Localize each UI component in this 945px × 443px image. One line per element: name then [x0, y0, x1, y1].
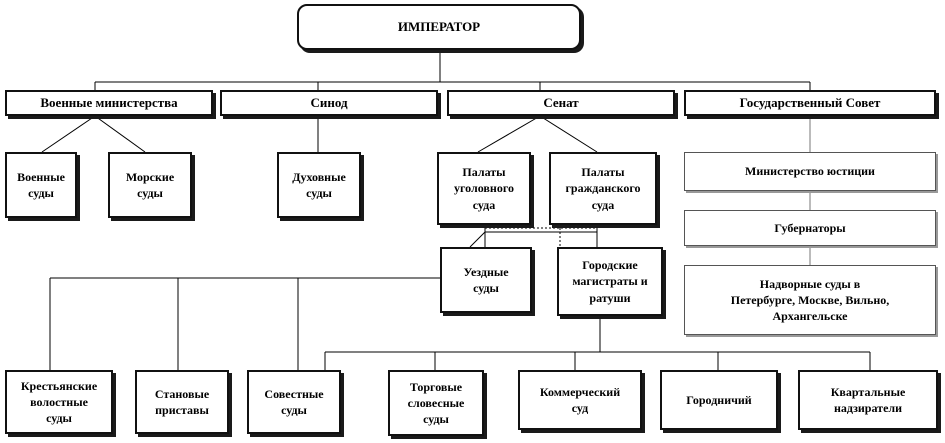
- ministry-justice-box: Министерство юстиции: [684, 152, 936, 191]
- gorodnichy-box: Городничий: [660, 370, 778, 430]
- criminal-chamber-box: Палаты уголовного суда: [437, 152, 531, 225]
- stanovye-label: Становые приставы: [154, 386, 210, 417]
- military-courts-label: Военные суды: [17, 169, 65, 200]
- gorodnichy-label: Городничий: [686, 392, 752, 407]
- civil-chamber-box: Палаты гражданского суда: [549, 152, 657, 225]
- civil-chamber-label: Палаты гражданского суда: [565, 165, 641, 212]
- spiritual-courts-label: Духовные суды: [292, 169, 346, 200]
- senate-box: Сенат: [447, 90, 675, 116]
- spiritual-courts-box: Духовные суды: [277, 152, 361, 218]
- city-magistrates-label: Городские магистраты и ратуши: [572, 258, 648, 305]
- district-courts-label: Уездные суды: [463, 264, 509, 295]
- synod-box: Синод: [220, 90, 438, 116]
- district-courts-box: Уездные суды: [440, 247, 532, 313]
- emperor-box: ИМПЕРАТОР: [297, 4, 581, 50]
- emperor-label: ИМПЕРАТОР: [397, 19, 481, 35]
- stanovye-box: Становые приставы: [135, 370, 229, 434]
- ministry-justice-label: Министерство юстиции: [745, 164, 875, 179]
- quarter-wardens-label: Квартальные надзиратели: [830, 384, 906, 415]
- governors-label: Губернаторы: [774, 220, 846, 235]
- state-council-label: Государственный Совет: [739, 95, 881, 111]
- peasant-courts-label: Крестьянские волостные суды: [20, 378, 98, 426]
- trade-verbal-courts-box: Торговые словесные суды: [388, 370, 484, 436]
- military-ministries-box: Военные министерства: [5, 90, 213, 116]
- criminal-chamber-label: Палаты уголовного суда: [454, 165, 514, 212]
- synod-label: Синод: [310, 95, 348, 111]
- upper-courts-label: Надворные суды в Петербурге, Москве, Вил…: [730, 276, 890, 324]
- quarter-wardens-box: Квартальные надзиратели: [798, 370, 938, 430]
- senate-label: Сенат: [543, 95, 579, 111]
- naval-courts-box: Морские суды: [108, 152, 192, 218]
- military-ministries-label: Военные министерства: [40, 95, 178, 111]
- governors-box: Губернаторы: [684, 210, 936, 246]
- trade-verbal-courts-label: Торговые словесные суды: [407, 379, 465, 427]
- naval-courts-label: Морские суды: [125, 169, 175, 200]
- state-council-box: Государственный Совет: [684, 90, 936, 116]
- conscience-courts-box: Совестные суды: [247, 370, 341, 434]
- military-courts-box: Военные суды: [5, 152, 77, 218]
- commercial-court-label: Коммерческий суд: [539, 384, 621, 415]
- commercial-court-box: Коммерческий суд: [518, 370, 642, 430]
- city-magistrates-box: Городские магистраты и ратуши: [557, 247, 663, 316]
- upper-courts-box: Надворные суды в Петербурге, Москве, Вил…: [684, 265, 936, 335]
- conscience-courts-label: Совестные суды: [264, 386, 324, 417]
- peasant-courts-box: Крестьянские волостные суды: [5, 370, 113, 434]
